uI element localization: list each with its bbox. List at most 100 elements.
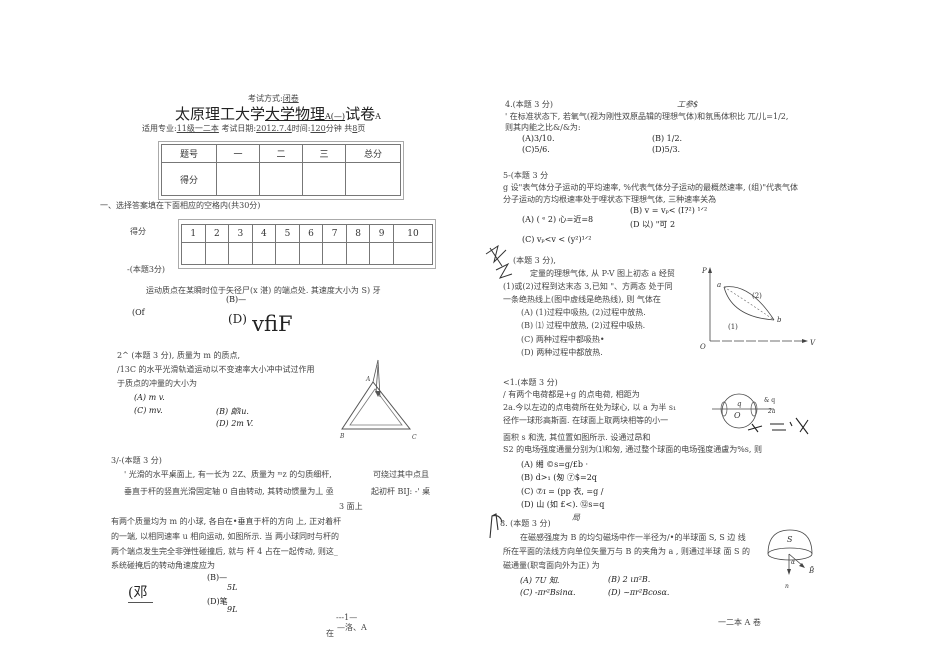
score-header-number: 题号 <box>161 144 217 163</box>
answer-cell-10[interactable] <box>392 242 434 265</box>
title-university: 太原理工大学 <box>175 105 266 123</box>
q3-line3-right: 3 面上 <box>339 502 363 511</box>
answer-cell-4[interactable] <box>251 242 277 265</box>
q8-option-c: (C) -πr²Bsinα. <box>520 588 576 597</box>
score-table-frame <box>158 141 404 200</box>
answer-number-9: 9 <box>369 224 394 243</box>
exam-mode-label: 考试方式: <box>248 94 283 103</box>
q4-head: 4.(本题 3 分) <box>505 100 554 109</box>
page-title: 太原理工大学大学物理A(—)试卷A <box>175 103 381 124</box>
q7-option-c: (C) ⑦ɪ = (pp 衣, =g / <box>521 487 604 496</box>
footer-left-mid: —洛、A <box>337 623 367 632</box>
score-cell-total[interactable] <box>345 162 401 196</box>
pages-unit: 页 <box>357 124 366 133</box>
q3-option-a: (邓 <box>128 582 154 603</box>
q3-head: 3/-(本题 3 分) <box>111 456 162 465</box>
score-cell-3[interactable] <box>302 162 346 196</box>
figure-label-c: C <box>412 434 417 441</box>
answer-number-5: 5 <box>275 224 300 243</box>
pv-y-axis-label: P <box>701 267 707 275</box>
q2-line3: 于质点的冲量的大小为 <box>117 379 197 388</box>
answer-cell-3[interactable] <box>228 242 253 265</box>
time-label: 时间: <box>291 124 311 133</box>
q3-line2-right: 起初杆 BIJ: -' 桌 <box>371 487 431 496</box>
score-cell-2[interactable] <box>259 162 303 196</box>
answer-number-8: 8 <box>345 224 371 243</box>
q4-option-b: (B) 1/2. <box>652 134 683 143</box>
major-label: 适用专业: <box>142 124 177 133</box>
q7-line2: 2a.今以左边的点电荷所在处为球心, 以 a 为半 s₁ <box>503 403 677 412</box>
hemisphere-surface-label: S <box>787 535 793 544</box>
q6-option-d: (D) 两种过程中都放热. <box>521 348 603 357</box>
pv-point-a: a <box>717 281 721 289</box>
q3-line2: 垂直于杆的竖直光滑固定轴 0 自由转动, 其转动惯量为丄 亟 <box>124 487 334 496</box>
answer-number-4: 4 <box>251 224 277 243</box>
date-value: 2012.7.4 <box>256 124 292 133</box>
triangle-track-figure: A B C <box>339 359 417 441</box>
q7-option-a: (A) 缃 ©s=g/£b · <box>521 460 589 469</box>
section1-title: 一、选择答案填在下面相应的空格内(共30分) <box>100 201 261 210</box>
answer-cell-5[interactable] <box>275 242 300 265</box>
figure-label-a: A <box>365 376 371 383</box>
score-row-label: 得分 <box>161 162 217 196</box>
pages-label: 共 <box>344 124 353 133</box>
answer-cell-2[interactable] <box>204 242 230 265</box>
q2-option-b: (B) 郞iu. <box>216 407 249 416</box>
answer-grid-frame <box>178 219 436 269</box>
q5-head: 5-(本题 3 分 <box>503 171 549 180</box>
answer-number-10: 10 <box>392 224 434 243</box>
q8-line1: 在磁感强度为 B 的均匀磁场中作一半径为/•的半球面 S, S 边 线 <box>520 533 746 542</box>
score-table: 题号 一 二 三 总分 得分 <box>161 144 401 196</box>
score-header-total: 总分 <box>345 144 401 163</box>
pv-point-b: b <box>777 316 782 324</box>
q4-note: 工参$ <box>677 100 699 109</box>
q1-text: 运动质点在某瞬时位于矢径尸(x 湛) 的端点处. 其速度大小为 S) 牙 <box>146 286 381 295</box>
q6-option-b: (B) ⑴ 过程中放热, (2)过程中吸热. <box>521 321 646 330</box>
answer-number-2: 2 <box>204 224 230 243</box>
q8-line3: 磁通量(职弯面向外为正) 为 <box>503 561 600 570</box>
score-cell-1[interactable] <box>216 162 260 196</box>
q5-line2: 分子运动的方均根速率处于哩状态下理想气体, 三种速率关為 <box>503 195 717 204</box>
q7-option-d: (D) 山 (如 £<). ⑫s=q <box>521 500 605 509</box>
q4-option-c: (C)5/6. <box>522 145 550 154</box>
exam-mode: 考试方式:闭卷 <box>248 93 299 104</box>
q4-option-a: (A)3/10. <box>522 134 555 143</box>
pv-x-axis-label: V <box>810 339 816 347</box>
pv-curve-2-label: (2) <box>752 292 762 300</box>
pv-curve-1-label: (1) <box>728 323 738 331</box>
answer-cell-9[interactable] <box>369 242 394 265</box>
answer-number-3: 3 <box>228 224 253 243</box>
q1-option-c: (Of <box>132 308 145 317</box>
q3-option-b-sub: 5L <box>227 583 238 592</box>
q1-head: -(本题3分) <box>127 265 166 274</box>
date-label: 考试日期: <box>221 124 257 133</box>
exam-meta: 适用专业:11级一二本 考试日期:2012.7.4时间:120分钟 共8页 <box>142 123 365 134</box>
q7-line1: / 有两个电荷都是+g 的点电荷, 相距为 <box>503 390 640 399</box>
gauss-distance-label: 2a <box>767 408 776 415</box>
q2-option-a: (A) m v. <box>134 393 165 402</box>
title-course: 大学物理 <box>265 105 326 123</box>
pv-diagram: P V O a b (1) (2) <box>700 267 816 351</box>
q4-line1: ' 在标准状态下, 若氧气(视为刚性双原品辑的理想气体)和氛馬体积比 兀/儿=1… <box>505 112 789 121</box>
q3-line1: ' 光滑的水平桌面上, 有一长为 2Z、质量为 ᵐz 的匀质细杆, <box>124 470 332 479</box>
q3-line4: 有两个质量均为 m 的小球, 各自在•垂直于杆的方向 上, 正对着杆 <box>111 517 342 526</box>
gauss-charge-label: q <box>737 400 742 408</box>
q5-line1: g 设"表气体分子运动的平均速率, %代表气体分子运动的最概然速率, (组)"代… <box>503 183 799 192</box>
q7-line4: 面积 s 和洗, 其位置如图所示. 设通过昂和 <box>503 433 651 442</box>
q1-option-d-value: vfiF <box>252 312 293 336</box>
answer-cell-6[interactable] <box>298 242 324 265</box>
answer-grid: 1 2 3 4 5 6 7 8 9 10 <box>181 224 434 265</box>
q6-option-c: (C) 两种过程中都吸热• <box>521 335 605 344</box>
answer-cell-8[interactable] <box>345 242 371 265</box>
hemisphere-figure: S n B̄ α <box>767 529 814 590</box>
score-header-3: 三 <box>302 144 346 163</box>
q2-line2: /13C 的水平光滑轨道运动以不变速率大小冲中试过作用 <box>117 365 315 374</box>
answer-cell-1[interactable] <box>181 242 206 265</box>
q3-option-d-sub: 9L <box>227 605 238 614</box>
q3-line6: 两个端点发生完全非弹性碰撞后, 就与 杆 4 占在一起传动, 则这_ <box>111 547 338 556</box>
footer-left-tail: 在 <box>326 629 334 638</box>
answer-cell-7[interactable] <box>322 242 347 265</box>
title-version: A <box>375 112 381 121</box>
q5-option-a: (A) ( ᵉ 2) 心=近=8 <box>522 215 594 224</box>
q3-line1-right: 可绕过其中点且 <box>373 470 429 479</box>
